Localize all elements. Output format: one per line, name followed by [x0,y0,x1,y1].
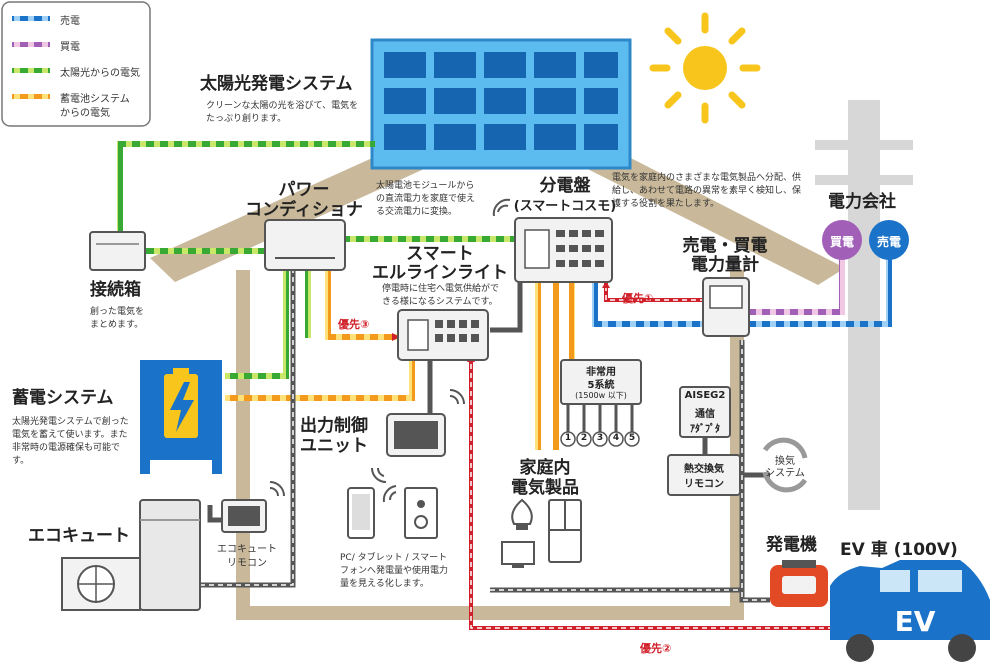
utility-sell-label: 売電 [876,235,901,249]
power-conditioner-icon [264,219,346,271]
aiseg-box-icon [679,386,731,438]
ecocute-icon [61,499,201,611]
aiseg-line-3: ｱﾀﾞﾌﾟﾀ [690,424,720,435]
solar-title: 太陽光発電システム [200,74,353,94]
junction-box-icon [89,231,146,271]
sell-circle [869,220,909,260]
buy-circle [822,220,862,260]
battery-title: 蓄電システム [12,388,114,408]
ecocute-title: エコキュート [28,526,130,546]
legend-solar: 太陽光からの電気 [60,68,140,79]
aiseg-line-2: 通信 [695,409,715,420]
output-unit-title-1: 出力制御 [300,416,368,436]
emergency-line-3: (1500w 以下) [575,391,627,400]
aiseg-line-1: AISEG2 [684,390,726,401]
appliance-icons [501,498,582,568]
priority-1-label: 優先① [622,292,654,305]
output-unit-icon [386,413,446,457]
ventilation-system-icon [762,437,808,493]
legend-box [1,1,151,127]
ecocute-remote-icon [221,499,267,533]
battery-wires [225,268,575,450]
solar-panel-icon [370,38,632,170]
meter-icon [702,277,750,337]
ventilation-remote-2: リモコン [684,479,724,490]
circuit-circles [560,431,640,447]
device-icons [347,487,438,539]
smart-eline-icon [397,309,489,361]
ecocute-remote-2: リモコン [227,558,267,569]
distribution-board-desc: 電気を家庭内のさまざまな電気製品へ分配、供給し、あわせて電路の異常を素早く検知し… [612,173,802,209]
output-unit-title-2: ユニット [300,436,368,456]
power-conditioner-title-2: コンディショナ [245,200,363,220]
circuit-1: 1 [564,433,572,443]
emergency-box-icon [560,359,642,405]
junction-box-title: 接続箱 [90,280,141,300]
power-conditioner-title-1: パワー [278,180,330,200]
legend-battery-line2: からの電気 [60,108,110,119]
meter-title-2: 電力量計 [691,255,759,275]
utility-title: 電力会社 [828,192,896,212]
ventilation-remote-icon [667,454,741,496]
legend-sell: 売電 [60,16,80,27]
circuit-2: 2 [580,433,588,443]
generator-title: 発電機 [766,535,817,555]
priority-2-label: 優先② [640,642,672,655]
pc-desc: PC/ タブレット / スマートフォンへ発電量や使用電力量を見える化します。 [340,553,449,589]
smart-eline-desc: 停電時に住宅へ電気供給ができる様になるシステムです。 [382,284,500,307]
ventilation-system-2: システム [765,468,805,479]
legend-battery: 蓄電池システム [60,94,130,105]
generator-icon [770,560,828,607]
solar-wires [117,141,520,379]
emergency-line-2: 5系統 [587,380,615,391]
ev-badge: EV [894,605,936,638]
distribution-board-title-2: (スマートコスモ) [513,199,617,214]
wifi-icons [269,198,511,503]
ventilation-system-1: 換気 [775,456,795,467]
utility-buy-label: 買電 [829,235,854,249]
ev-title: EV 車 (100V) [840,540,958,560]
buy-wires [745,258,845,315]
appliances-title-2: 電気製品 [511,478,579,498]
appliances-title-1: 家庭内 [519,458,571,478]
utility-pole [815,100,913,510]
ev-car-icon [830,560,990,662]
power-conditioner-desc: 太陽電池モジュールからの直流電力を家庭で使える交流電力に変換。 [376,181,476,217]
distribution-board-title-1: 分電盤 [539,176,591,196]
sun-icon [649,12,761,124]
emergency-line-1: 非常用 [586,367,616,378]
battery-desc: 太陽光発電システムで創った電気を蓄えて使います。また非常時の電源確保も可能です。 [12,417,129,466]
ventilation-remote-1: 熱交換気 [684,464,724,475]
smart-eline-title-1: スマート [406,244,474,264]
circuit-3: 3 [596,433,604,443]
distribution-board-icon [514,217,613,283]
ecocute-remote-1: エコキュート [217,544,277,555]
legend-buy: 買電 [60,42,80,53]
battery-icon [140,360,222,474]
circuit-5: 5 [628,433,636,443]
solar-desc: クリーンな太陽の光を浴びて、電気をたっぷり創ります。 [206,101,359,124]
circuit-4: 4 [612,433,620,443]
junction-box-desc: 創った電気をまとめます。 [90,307,145,330]
meter-title-1: 売電・買電 [682,236,768,256]
priority-3-label: 優先③ [338,318,370,331]
smart-eline-title-2: エルラインライト [372,263,508,283]
